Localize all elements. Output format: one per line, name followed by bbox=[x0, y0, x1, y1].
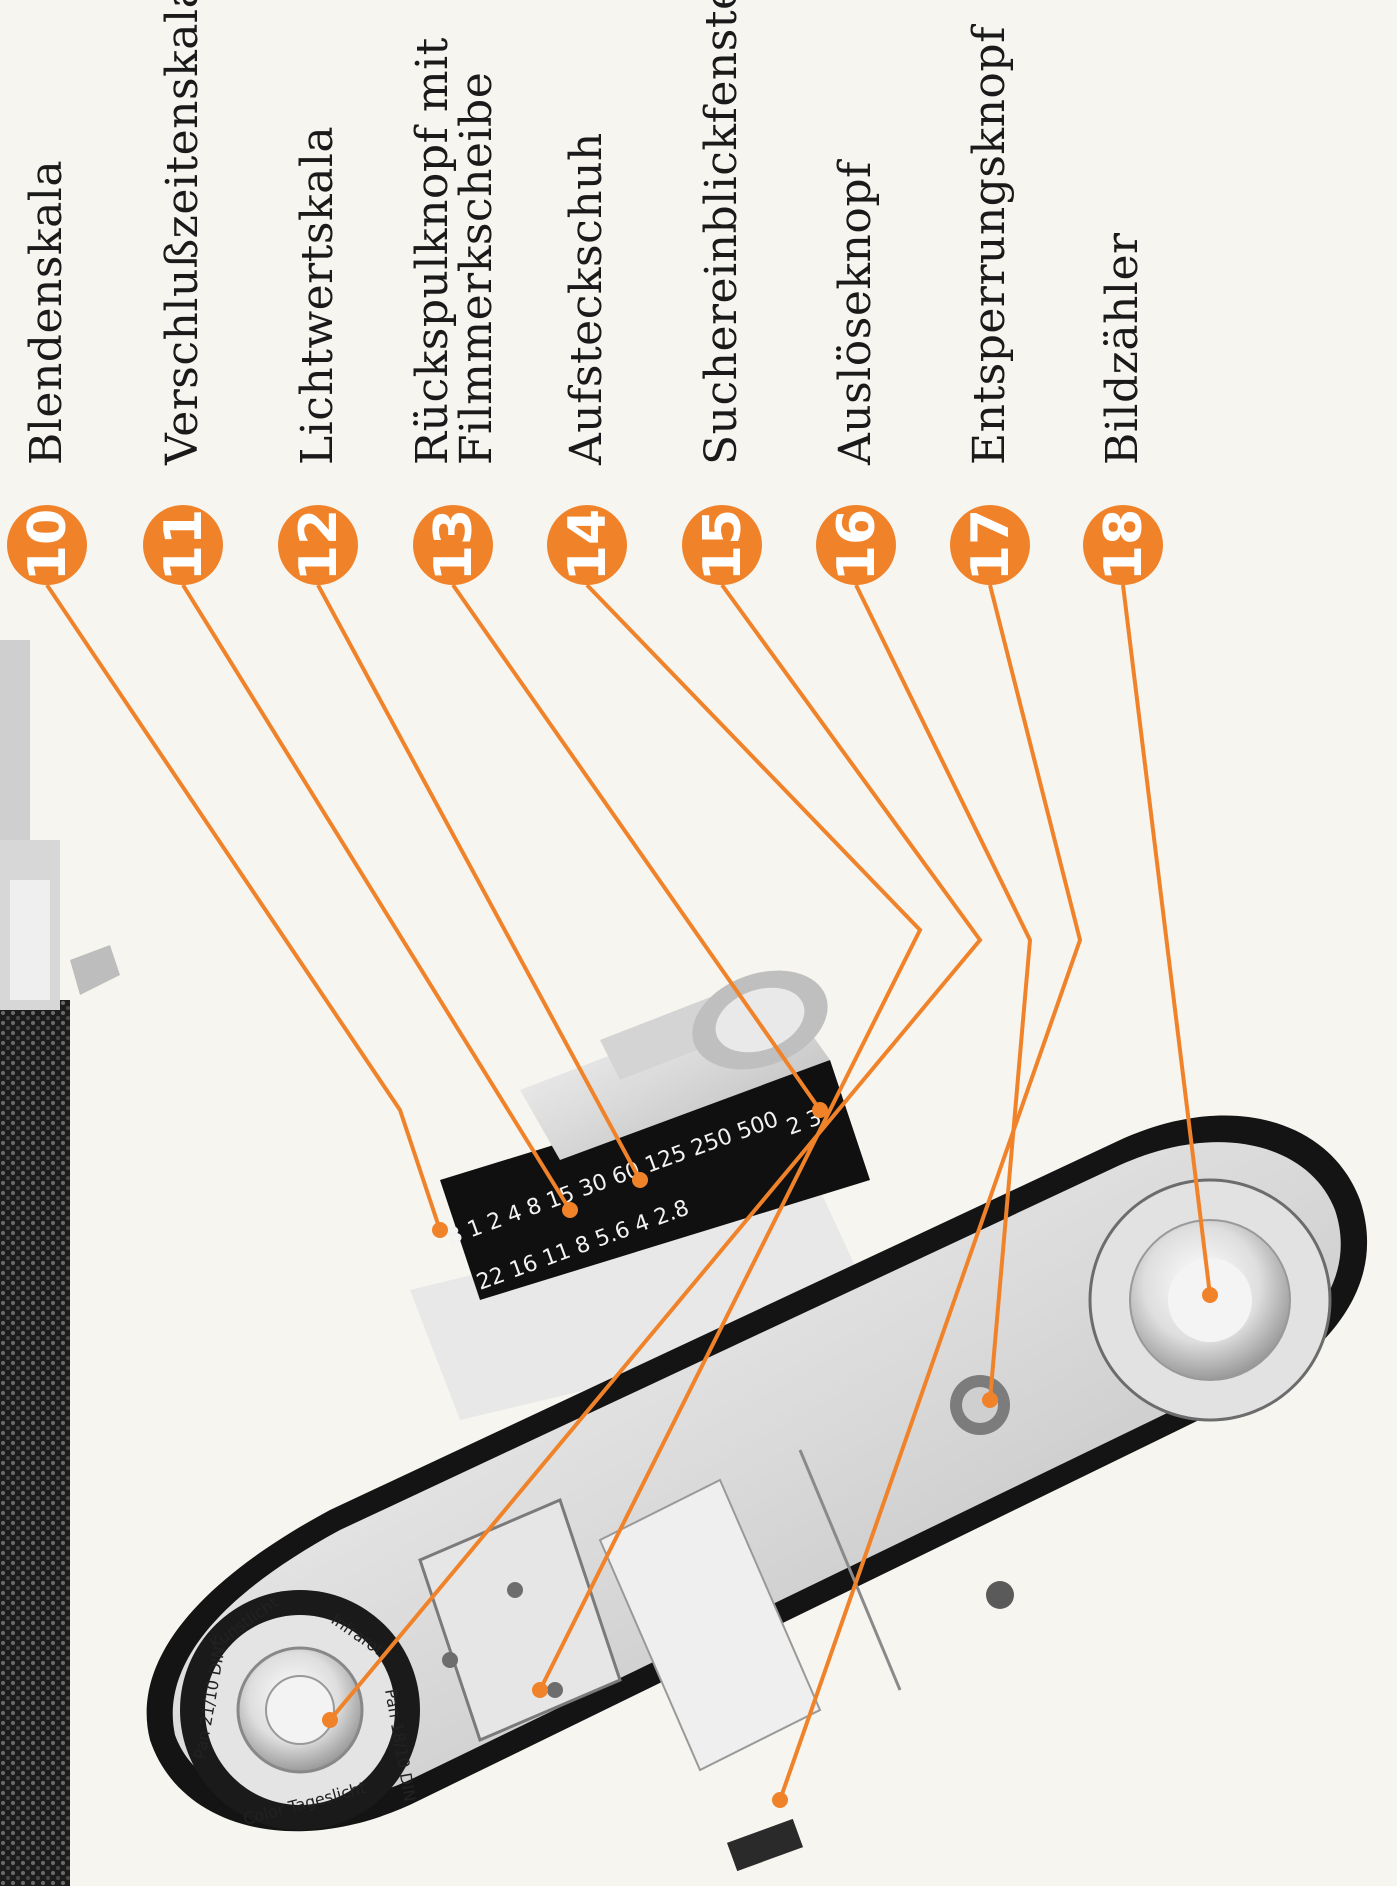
callout-number: 12 bbox=[289, 509, 349, 581]
camera-side-grip bbox=[0, 640, 120, 1886]
callout-12: 12 Lichtwertskala bbox=[278, 126, 358, 585]
callout-number: 18 bbox=[1094, 509, 1154, 581]
callout-label: Aufsteckschuh bbox=[561, 132, 612, 466]
leader-endpoint-17 bbox=[772, 1792, 788, 1808]
leader-endpoint-12 bbox=[632, 1172, 648, 1188]
leader-endpoint-15 bbox=[322, 1712, 338, 1728]
rewind-knob: Kunstlicht Infrarot Pan 18/10 DIN Pan 21… bbox=[180, 1590, 420, 1830]
callout-label: Rückspulknopf mit bbox=[407, 37, 458, 465]
callout-11: 11 Verschlußzeitenskala bbox=[143, 0, 223, 585]
callout-number: 15 bbox=[693, 509, 753, 581]
callout-14: 14 Aufsteckschuh bbox=[547, 132, 627, 585]
callout-17: 17 Entsperrungsknopf bbox=[950, 24, 1030, 585]
leader-endpoint-16 bbox=[982, 1392, 998, 1408]
callout-15: 15 Suchereinblickfenster bbox=[682, 0, 762, 585]
callout-group: 10 Blendenskala 11 Verschlußzeitenskala 12 Li… bbox=[7, 0, 1163, 585]
callout-label: Entsperrungsknopf bbox=[964, 24, 1015, 465]
callout-10: 10 Blendenskala bbox=[7, 160, 87, 585]
leader-endpoint-10 bbox=[432, 1222, 448, 1238]
callout-number: 11 bbox=[154, 509, 214, 581]
callout-label: Verschlußzeitenskala bbox=[157, 0, 208, 466]
callout-label-line2: Filmmerkscheibe bbox=[451, 72, 502, 465]
leader-line-11 bbox=[183, 585, 570, 1210]
callout-number: 17 bbox=[961, 509, 1021, 581]
callout-16: 16 Auslöseknopf bbox=[816, 159, 896, 585]
leader-endpoint-11 bbox=[562, 1202, 578, 1218]
callout-number: 13 bbox=[424, 509, 484, 581]
shutter-release-button bbox=[950, 1375, 1010, 1435]
callout-label: Bildzähler bbox=[1097, 232, 1148, 465]
callout-label: Blendenskala bbox=[21, 160, 72, 465]
leader-endpoint-14 bbox=[532, 1682, 548, 1698]
callout-number: 16 bbox=[827, 509, 887, 581]
callout-18: 18 Bildzähler bbox=[1083, 232, 1163, 585]
callout-label: Suchereinblickfenster bbox=[696, 0, 747, 465]
unlock-button bbox=[986, 1581, 1014, 1609]
leader-endpoint-18 bbox=[1202, 1287, 1218, 1303]
callout-number: 14 bbox=[558, 509, 618, 581]
viewfinder-eyepiece bbox=[727, 1819, 803, 1871]
callout-label: Auslöseknopf bbox=[830, 159, 881, 466]
callout-number: 10 bbox=[18, 509, 78, 581]
callout-label: Lichtwertskala bbox=[292, 126, 343, 465]
